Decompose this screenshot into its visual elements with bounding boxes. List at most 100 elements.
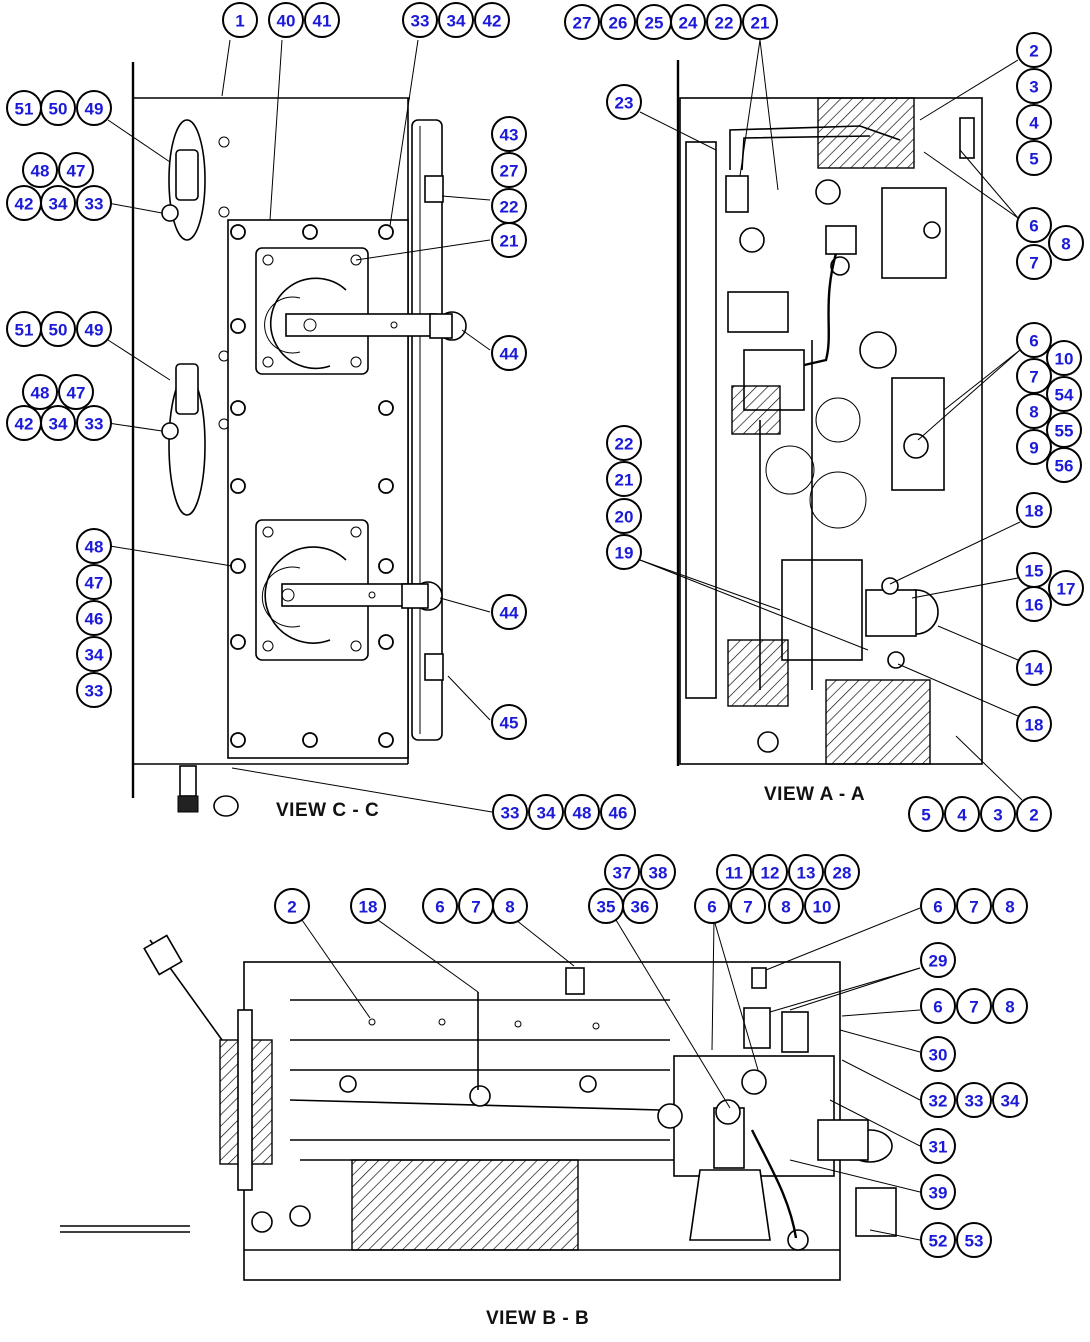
callout-circle (694, 888, 730, 924)
callout-bubble: 48 (564, 794, 600, 830)
callout-number: 13 (797, 864, 816, 883)
callout-circle (1016, 322, 1052, 358)
callout-number: 33 (501, 804, 520, 823)
callout-circle (76, 405, 112, 441)
callout-number: 8 (505, 898, 514, 917)
callout-circle (422, 888, 458, 924)
callout-bubble: 4 (1016, 104, 1052, 140)
callout-bubble: 43 (491, 116, 527, 152)
callout-circle (474, 2, 510, 38)
callout-circle (920, 1222, 956, 1258)
callout-bubble: 6 (694, 888, 730, 924)
callout-circle (1016, 140, 1052, 176)
callout-circle (1016, 68, 1052, 104)
callout-bubble: 6 (1016, 207, 1052, 243)
callout-number: 47 (85, 574, 104, 593)
callout-number: 56 (1055, 457, 1074, 476)
callout-bubble: 33 (492, 794, 528, 830)
callout-number: 18 (1025, 502, 1044, 521)
callout-number: 25 (645, 14, 664, 33)
callout-bubble: 26 (600, 4, 636, 40)
callout-bubble: 33 (76, 672, 112, 708)
callout-number: 27 (500, 162, 519, 181)
callout-bubble: 12 (752, 854, 788, 890)
callout-bubble: 33 (956, 1082, 992, 1118)
view-b-drawing (60, 907, 921, 1281)
callout-circle (492, 794, 528, 830)
callout-bubble: 40 (268, 2, 304, 38)
callout-number: 51 (15, 100, 34, 119)
callout-number: 3 (1029, 78, 1038, 97)
callout-circle (1016, 796, 1052, 832)
callout-bubble: 36 (622, 888, 658, 924)
callout-number: 8 (1005, 998, 1014, 1017)
callout-bubble: 17 (1048, 570, 1084, 606)
callout-bubble: 18 (350, 888, 386, 924)
callout-bubble: 2 (1016, 796, 1052, 832)
callout-number: 55 (1055, 422, 1074, 441)
callout-number: 2 (287, 898, 296, 917)
callout-bubble: 5 (908, 796, 944, 832)
callout-number: 6 (1029, 332, 1038, 351)
callout-bubble: 47 (76, 564, 112, 600)
callout-circle (40, 185, 76, 221)
callout-number: 34 (447, 12, 466, 31)
callout-bubble: 39 (920, 1174, 956, 1210)
callout-circle (752, 854, 788, 890)
callout-circle (40, 405, 76, 441)
callout-bubble: 20 (606, 498, 642, 534)
callout-bubble: 33 (76, 405, 112, 441)
callout-number: 28 (833, 864, 852, 883)
callout-bubble: 22 (606, 425, 642, 461)
callout-number: 22 (715, 14, 734, 33)
callout-bubble: 29 (920, 942, 956, 978)
callout-number: 6 (933, 898, 942, 917)
callout-circle (58, 152, 94, 188)
callout-bubble: 33 (76, 185, 112, 221)
callout-circle (606, 534, 642, 570)
callout-circle (606, 425, 642, 461)
callout-bubble: 42 (6, 185, 42, 221)
callout-number: 21 (751, 14, 770, 33)
callout-number: 34 (49, 195, 68, 214)
callout-bubble: 27 (491, 152, 527, 188)
callout-number: 51 (15, 321, 34, 340)
callout-circle (604, 854, 640, 890)
callout-bubble: 49 (76, 90, 112, 126)
callout-number: 2 (1029, 806, 1038, 825)
callout-number: 53 (965, 1232, 984, 1251)
callout-bubble: 10 (804, 888, 840, 924)
callout-bubble: 46 (76, 600, 112, 636)
callout-bubble: 15 (1016, 552, 1052, 588)
callout-number: 17 (1057, 580, 1076, 599)
callout-bubble: 34 (992, 1082, 1028, 1118)
callout-circle (992, 888, 1028, 924)
callout-bubble: 47 (58, 374, 94, 410)
callout-bubble: 46 (600, 794, 636, 830)
view-a-label: VIEW A - A (764, 784, 866, 805)
callout-circle (22, 374, 58, 410)
callout-number: 48 (573, 804, 592, 823)
callout-number: 48 (85, 538, 104, 557)
callout-circle (956, 988, 992, 1024)
callout-circle (491, 335, 527, 371)
callout-number: 8 (1061, 235, 1070, 254)
callout-circle (350, 888, 386, 924)
callout-number: 6 (933, 998, 942, 1017)
callout-bubble: 7 (1016, 244, 1052, 280)
callout-number: 44 (500, 345, 519, 364)
callout-bubble: 14 (1016, 650, 1052, 686)
callout-bubble: 50 (40, 90, 76, 126)
callout-bubble: 51 (6, 90, 42, 126)
callout-circle (742, 4, 778, 40)
callout-bubble: 8 (492, 888, 528, 924)
callout-number: 19 (615, 544, 634, 563)
callout-number: 50 (49, 321, 68, 340)
callout-number: 8 (781, 898, 790, 917)
callout-bubble: 8 (1048, 225, 1084, 261)
callout-bubble: 5 (1016, 140, 1052, 176)
callout-number: 32 (929, 1092, 948, 1111)
callout-circle (606, 84, 642, 120)
callout-circle (980, 796, 1016, 832)
callout-circle (40, 311, 76, 347)
